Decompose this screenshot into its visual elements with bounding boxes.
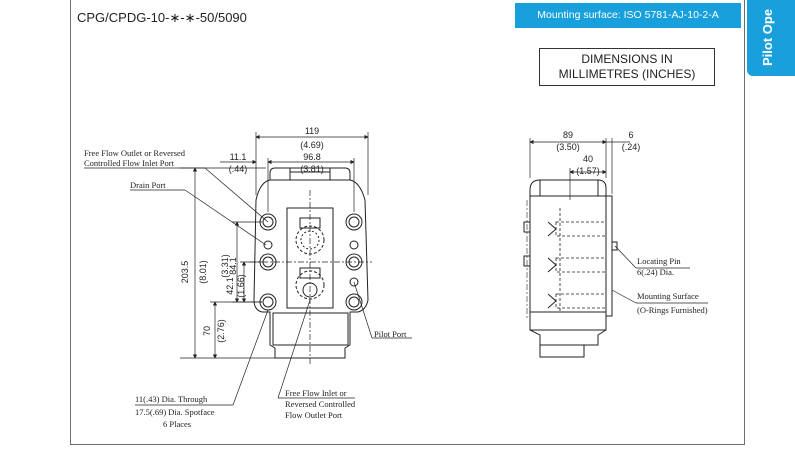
dim-width-mm: 119 [305, 126, 319, 136]
mounting-holes-right [345, 213, 363, 311]
label-drain-port: Drain Port [130, 180, 166, 190]
units-line-1: DIMENSIONS IN [581, 52, 673, 66]
side-view-dimensions: 89 (3.50) 6 (.24) 40 (1.57) [556, 130, 640, 176]
label-locating-pin-2: 6(.24) Dia. [637, 267, 674, 277]
units-box: DIMENSIONS IN MILLIMETRES (INCHES) [539, 48, 715, 86]
dim-height-in: (8.01) [198, 260, 208, 284]
label-pilot-port: Pilot Port [374, 329, 407, 339]
label-free-flow-outlet-1: Free Flow Outlet or Reversed [84, 148, 186, 158]
side-view-labels: Locating Pin 6(.24) Dia. Mounting Surfac… [637, 256, 708, 315]
label-locating-pin-1: Locating Pin [637, 256, 681, 266]
dim-offset-mm: 11.1 [230, 152, 247, 162]
front-view-dimensions: 119 (4.69) 11.1 (.44) 96.8 (3.81) 203.5 … [180, 126, 324, 343]
lower-block [272, 312, 349, 346]
dim-width-in: (4.69) [300, 140, 324, 150]
model-title: CPG/CPDG-10-∗-∗-50/5090 [77, 10, 247, 25]
dim-offset-in: (.44) [229, 164, 248, 174]
dim-centers-mm: 96.8 [303, 152, 321, 162]
front-view-labels: Free Flow Outlet or Reversed Controlled … [84, 148, 407, 429]
dim-flange-mm: 6 [628, 130, 633, 140]
front-view [84, 132, 412, 406]
locating-pin [611, 241, 618, 251]
label-free-flow-inlet-3: Flow Outlet Port [285, 410, 343, 420]
label-hole-through: 11(.43) Dia. Through [135, 394, 208, 404]
side-ports [555, 208, 607, 312]
dim-lower-mm: 42.1 [225, 277, 235, 295]
label-mounting-surface-2: (O-Rings Furnished) [637, 305, 708, 315]
dim-depth-in: (3.50) [556, 142, 580, 152]
label-mounting-surface-1: Mounting Surface [637, 291, 699, 301]
side-view [523, 138, 708, 358]
dim-centers-in: (3.81) [300, 164, 324, 174]
units-line-2: MILLIMETRES (INCHES) [558, 67, 696, 81]
side-lower-block [529, 311, 607, 331]
dim-pin-mm: 40 [583, 154, 593, 164]
drawing-sheet [70, 0, 745, 445]
label-hole-spotface: 17.5(.69) Dia. Spotface [135, 407, 215, 417]
top-cap [289, 171, 331, 181]
label-hole-count: 6 Places [163, 419, 191, 429]
dim-height-mm: 203.5 [180, 261, 190, 284]
label-free-flow-inlet-1: Free Flow Inlet or [285, 388, 347, 398]
dim-pin-in: (1.57) [576, 166, 600, 176]
front-body-outline [253, 167, 369, 359]
side-body-outline [529, 179, 607, 346]
side-tab[interactable]: Pilot Ope [747, 0, 795, 76]
dim-base-in: (2.76) [216, 319, 226, 343]
label-free-flow-inlet-2: Reversed Controlled [285, 399, 356, 409]
dim-flange-in: (.24) [622, 142, 641, 152]
dim-lower-in: (1.66) [236, 274, 246, 298]
dim-base-mm: 70 [202, 326, 212, 336]
mounting-flange [605, 195, 613, 317]
dim-upper-mm: 84.1 [228, 257, 238, 275]
dim-upper-in: (3.31) [220, 254, 230, 278]
mounting-surface-banner: Mounting surface: ISO 5781-AJ-10-2-A [515, 3, 741, 28]
dim-depth-mm: 89 [563, 130, 573, 140]
side-bottom-cap [539, 344, 585, 358]
label-free-flow-outlet-2: Controlled Flow Inlet Port [84, 158, 175, 168]
